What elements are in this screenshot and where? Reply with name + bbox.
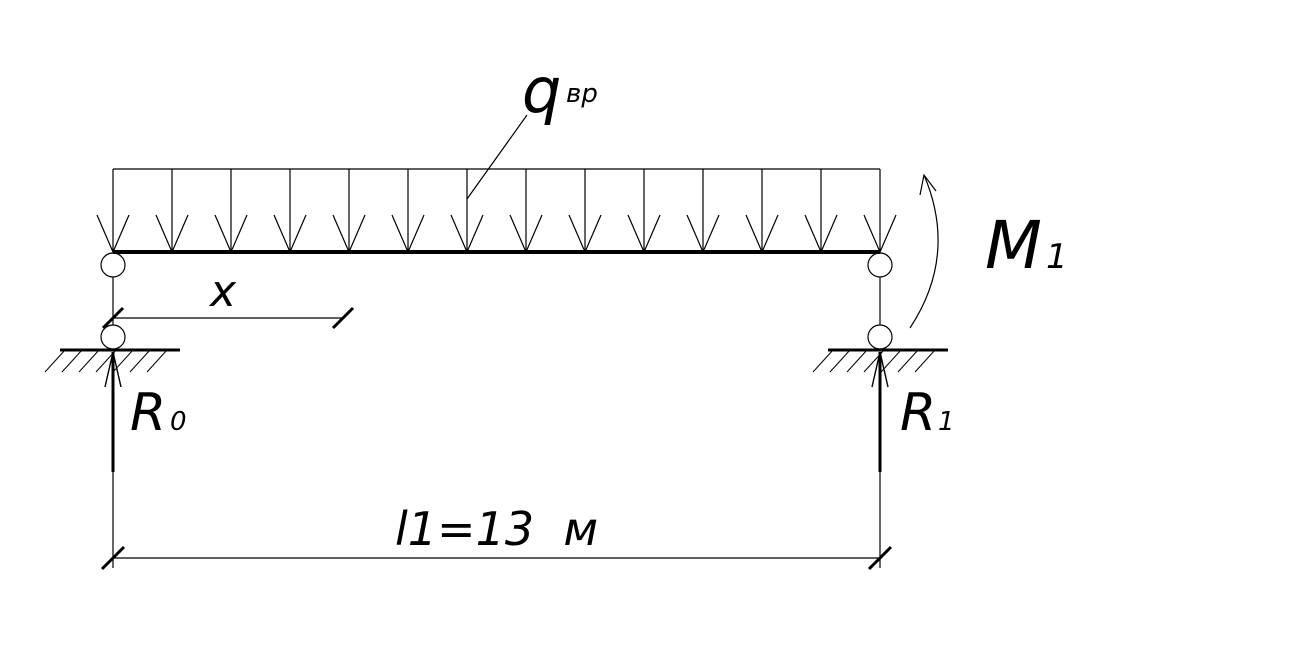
coordinate-label-x: x: [208, 266, 237, 317]
hatch-mark: [914, 349, 936, 373]
load-label: q: [522, 54, 561, 127]
load-label-subscript: вр: [566, 79, 598, 109]
hatch-mark: [61, 349, 83, 373]
hatch-mark: [44, 349, 66, 373]
load-arrow: [332, 169, 366, 254]
right-support: [812, 252, 948, 373]
moment-label-subscript: 1: [1046, 237, 1068, 277]
load-arrow: [745, 169, 779, 254]
load-arrow: [686, 169, 720, 254]
right-reaction-arrow: [871, 351, 889, 472]
left-bottom-hinge: [100, 324, 126, 350]
load-arrow: [627, 169, 661, 254]
left-ground-hatch: [44, 349, 168, 373]
left-top-hinge: [100, 252, 126, 278]
right-bottom-hinge: [867, 324, 893, 350]
load-arrow: [391, 169, 425, 254]
left-reaction-label: R: [130, 383, 166, 443]
hatch-mark: [112, 349, 134, 373]
load-arrow: [568, 169, 602, 254]
load-arrow: [450, 169, 484, 254]
hatch-mark: [897, 349, 919, 373]
load-arrows: [96, 169, 897, 254]
moment-arrow: [909, 173, 939, 329]
right-reaction-subscript: 1: [938, 407, 955, 437]
right-top-hinge: [867, 252, 893, 278]
load-leader-line: [466, 114, 528, 200]
hatch-mark: [846, 349, 868, 373]
hatch-mark: [78, 349, 100, 373]
right-ground-hatch: [812, 349, 936, 373]
left-reaction-subscript: 0: [170, 407, 187, 437]
hatch-mark: [812, 349, 834, 373]
left-reaction-arrow: [104, 351, 122, 472]
load-arrow: [863, 169, 897, 254]
span-label: l1=13 м: [395, 502, 598, 556]
hatch-mark: [129, 349, 151, 373]
span-dimension: [100, 472, 893, 571]
load-arrow: [155, 169, 189, 254]
load-arrow: [509, 169, 543, 254]
distributed-load: [96, 168, 897, 254]
moment-label: M: [985, 207, 1042, 284]
load-arrow: [214, 169, 248, 254]
right-reaction-label: R: [900, 383, 936, 443]
load-arrow: [96, 169, 130, 254]
x-dimension: [101, 306, 355, 330]
hatch-mark: [829, 349, 851, 373]
load-arrow: [804, 169, 838, 254]
load-arrow: [273, 169, 307, 254]
hatch-mark: [146, 349, 168, 373]
